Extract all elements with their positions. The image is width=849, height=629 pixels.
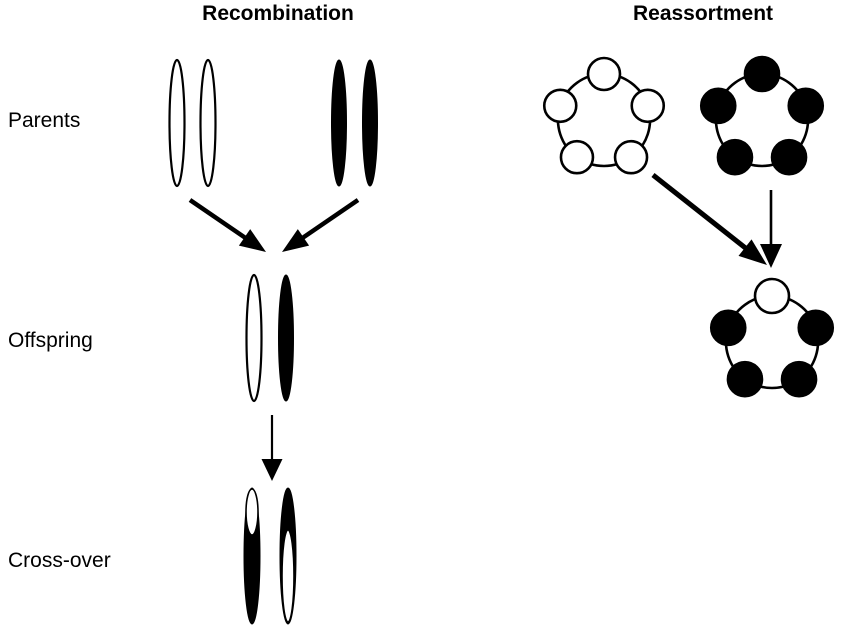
- parent-ring-black-segment-1: [787, 87, 825, 125]
- parent-ring-black-segment-2: [770, 138, 808, 176]
- converging-arrow-1-head: [282, 229, 310, 252]
- offspring-ring-segment-2: [780, 360, 818, 398]
- crossover-chromosome-insert-0: [245, 488, 259, 536]
- reassortment-parent-ring-black: [699, 55, 825, 176]
- parent-ring-black-segment-0: [743, 55, 781, 93]
- parent-ring-black-segment-3: [716, 138, 754, 176]
- offspring-ring-segment-4: [709, 309, 747, 347]
- row-label-crossover: Cross-over: [8, 549, 111, 572]
- offspring-chromosome-1: [278, 274, 294, 402]
- offspring-chromosome-0: [245, 273, 263, 403]
- reassortment-arrow-1-head: [760, 244, 782, 268]
- parent-chromosome-white-0: [168, 58, 186, 188]
- parent-ring-black-segment-4: [699, 87, 737, 125]
- reassortment-arrow-0-shaft: [651, 173, 749, 251]
- parent-chromosomes-white: [168, 58, 217, 188]
- offspring-ring-segment-3: [726, 360, 764, 398]
- parent-chromosome-black-1: [362, 59, 378, 187]
- reassortment-arrow-0-head: [738, 239, 767, 265]
- panel-title-reassortment: Reassortment: [633, 2, 773, 25]
- reassortment-parent-ring-white: [542, 56, 666, 175]
- parent-ring-white-segment-3: [559, 139, 595, 175]
- converging-arrow-0-head: [238, 229, 266, 252]
- recombination-converging-arrows: [188, 198, 360, 252]
- parent-chromosomes-black: [331, 59, 378, 187]
- offspring-to-crossover-arrow: [261, 415, 283, 481]
- crossover-chromosome-insert-1: [281, 529, 295, 623]
- parent-ring-white-segment-2: [613, 139, 649, 175]
- offspring-ring-segment-0: [753, 277, 791, 315]
- row-label-offspring: Offspring: [8, 329, 93, 352]
- parent-chromosome-white-1: [199, 58, 217, 188]
- parent-ring-white-segment-0: [586, 56, 622, 92]
- offspring-ring-segment-1: [797, 309, 835, 347]
- parent-ring-white-segment-4: [542, 88, 578, 124]
- converging-arrow-0-shaft: [188, 198, 248, 241]
- row-label-parents: Parents: [8, 109, 80, 132]
- reassortment-arrows: [651, 173, 782, 268]
- offspring-chromosomes: [245, 273, 294, 403]
- parent-chromosome-black-0: [331, 59, 347, 187]
- reassortment-offspring-ring: [709, 277, 835, 398]
- panel-title-recombination: Recombination: [202, 2, 354, 25]
- parent-ring-white-segment-1: [630, 88, 666, 124]
- vertical-arrow-head: [261, 459, 283, 481]
- crossover-chromosomes: [243, 487, 297, 625]
- converging-arrow-1-shaft: [300, 198, 360, 241]
